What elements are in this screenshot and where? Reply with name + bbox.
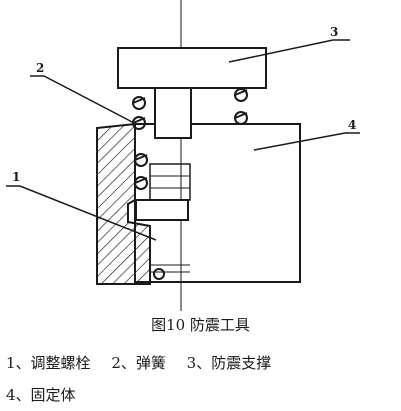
spring-coil: [153, 268, 165, 280]
leader-lines: [6, 39, 360, 241]
adjusting-bolt-head: [135, 199, 189, 221]
spring-coil-line: [234, 112, 248, 119]
leader-line-1: [6, 185, 157, 241]
adjusting-bolt-nut: [149, 163, 191, 201]
callout-3: 3: [330, 25, 338, 39]
spring-coil-line: [132, 117, 146, 124]
figure-caption: 图10 防震工具: [151, 316, 250, 334]
spring-coil-line: [134, 154, 148, 161]
shock-support-stem: [154, 87, 192, 139]
shock-tool-diagram: 1 2 3 4: [6, 0, 360, 311]
fixed-body: [96, 122, 301, 285]
spring-coil-line: [132, 97, 146, 104]
legend-item-shock-support: 3、防震支撑: [186, 354, 272, 372]
leader-line-4: [253, 132, 360, 151]
shock-support-cap: [117, 47, 267, 89]
leader-line-3: [228, 39, 350, 63]
leader-line-2: [30, 75, 137, 125]
legend-item-adjusting-bolt: 1、调整螺栓: [6, 354, 91, 372]
adjusting-bolt: [135, 163, 191, 221]
legend-item-spring: 2、弹簧: [111, 354, 166, 372]
callout-1: 1: [12, 170, 20, 184]
spring-coil-line: [234, 89, 248, 96]
callout-2: 2: [36, 61, 44, 75]
callout-4: 4: [348, 118, 356, 132]
spring-coil-line: [134, 177, 148, 184]
legend-item-fixed-body: 4、固定体: [6, 386, 76, 404]
legend-line: 1、调整螺栓 2、弹簧 3、防震支撑: [6, 352, 287, 373]
legend-line: 4、固定体: [6, 384, 92, 405]
fixed-body-hatched-wall: [96, 122, 151, 285]
